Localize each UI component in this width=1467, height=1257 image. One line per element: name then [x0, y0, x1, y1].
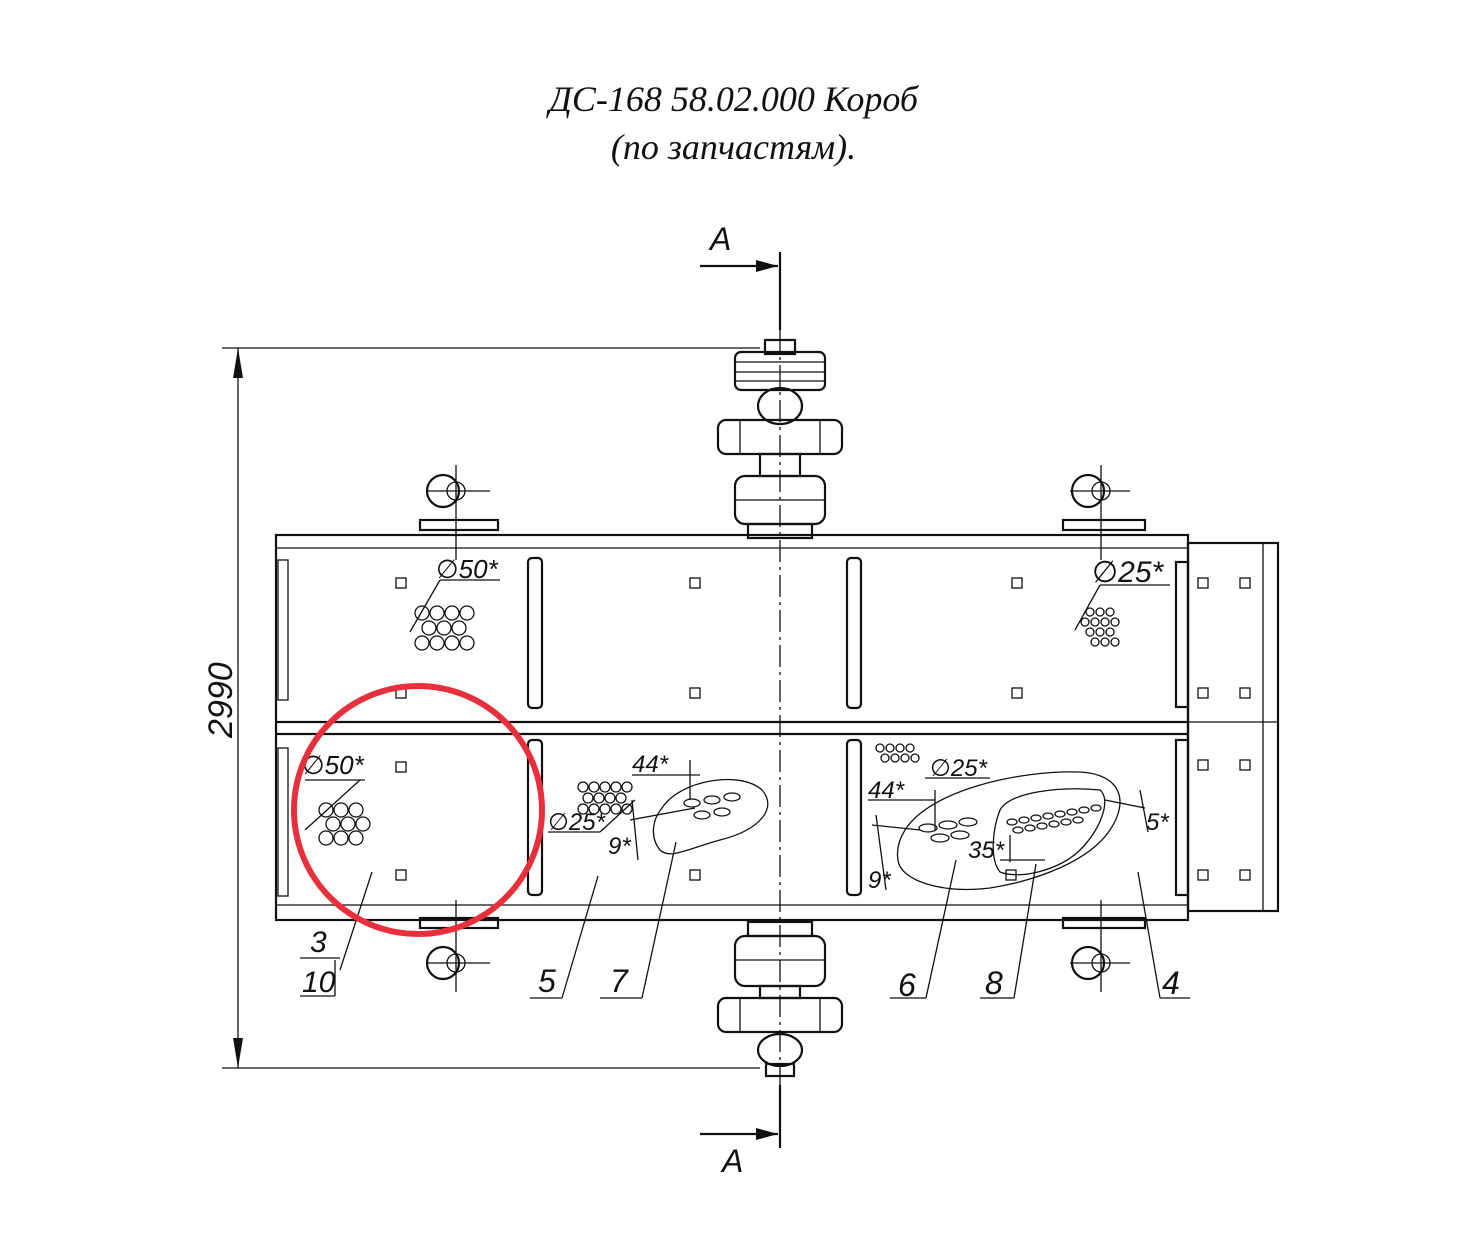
fasteners — [395, 577, 1251, 881]
cutaway-part-6 — [896, 771, 1121, 891]
dim-d50-top: ∅50* — [436, 554, 499, 584]
divider-bar-end — [1174, 560, 1190, 897]
hole-pattern-bottom-middle — [577, 781, 633, 815]
divider-bar-right — [845, 556, 863, 897]
spring-mount-top-right — [1061, 465, 1147, 560]
cutaway-part-8 — [992, 788, 1106, 876]
dim-35-right: 35* — [968, 837, 1005, 864]
callout-7: 7 — [610, 963, 629, 999]
dim-d50-bottom: ∅50* — [302, 750, 365, 780]
hole-pattern-top-right — [1080, 607, 1120, 647]
callout-10: 10 — [302, 966, 336, 999]
bottom-pulley-assembly — [716, 920, 844, 1078]
dimension-leaders — [304, 579, 1170, 891]
highlight-circle — [291, 683, 545, 937]
dim-44-right: 44* — [868, 777, 905, 804]
dim-d25-middle: ∅25* — [548, 809, 606, 836]
dimension-labels: ∅50* ∅25* ∅50* 44* ∅25* 9* ∅25* 44* 35* … — [302, 554, 1169, 894]
dim-9-middle: 9* — [608, 833, 631, 860]
callout-4: 4 — [1162, 965, 1180, 1001]
spring-mount-top-left — [418, 465, 500, 560]
box-frame — [274, 533, 1280, 922]
cutaway-part-7 — [652, 778, 769, 855]
height-dimension-value: 2990 — [202, 662, 240, 739]
dim-9-right: 9* — [868, 867, 891, 894]
hole-pattern-bottom-right-small — [875, 743, 920, 763]
dim-d25-right: ∅25* — [930, 755, 988, 782]
drawing-subtitle: (по запчастям). — [610, 127, 857, 167]
part-callouts: 3 10 5 7 6 8 4 — [300, 841, 1190, 1003]
callout-3: 3 — [310, 926, 327, 959]
height-dimension: 2990 — [202, 347, 760, 1069]
drawing-title: ДС-168 58.02.000 Короб — [548, 79, 919, 119]
section-marker-top: A — [700, 221, 782, 330]
section-label-top: A — [708, 221, 731, 257]
dim-5-right: 5* — [1146, 809, 1169, 836]
callout-5: 5 — [538, 963, 556, 999]
spring-mount-bottom-right — [1061, 900, 1147, 992]
hole-pattern-bottom-left — [318, 802, 371, 846]
top-pulley-assembly — [716, 338, 844, 540]
callout-6: 6 — [898, 967, 916, 1003]
dim-44-middle: 44* — [632, 751, 669, 778]
hole-pattern-top-left — [414, 605, 475, 651]
callout-8: 8 — [985, 965, 1003, 1001]
dim-d25-top: ∅25* — [1092, 556, 1165, 589]
section-marker-bottom: A — [700, 1085, 782, 1179]
section-label-bottom: A — [720, 1143, 743, 1179]
